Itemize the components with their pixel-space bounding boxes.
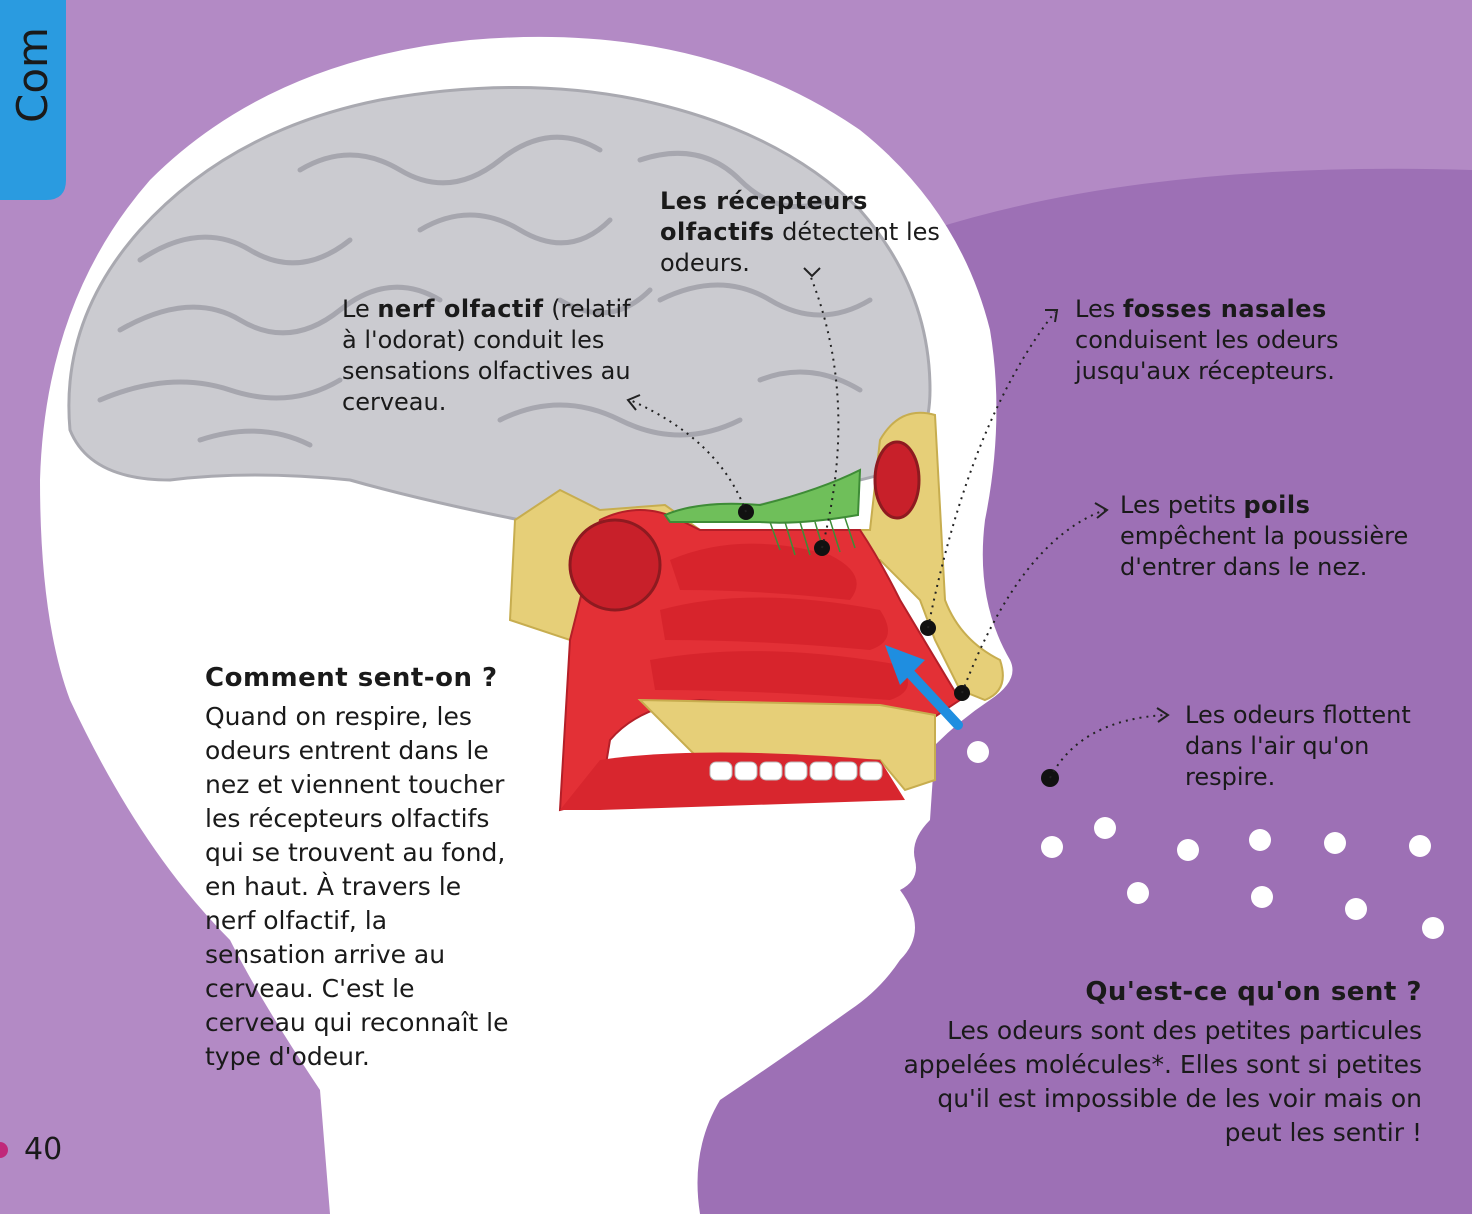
section-right-body: Les odeurs sont des petites particules a…	[900, 1014, 1422, 1150]
label-poils: Les petits poils empêchent la poussière …	[1120, 490, 1440, 583]
section-left-title: Comment sent-on ?	[205, 662, 515, 694]
label-poils-bold: poils	[1243, 491, 1310, 519]
page-number: 40	[24, 1132, 62, 1167]
section-right-title: Qu'est-ce qu'on sent ?	[900, 976, 1422, 1008]
label-odeurs: Les odeurs flottent dans l'air qu'on res…	[1185, 700, 1425, 793]
mouth	[560, 753, 905, 811]
label-recepteurs: Les récepteurs olfactifs détectent les o…	[660, 186, 940, 279]
frontal-sinus	[875, 442, 919, 518]
label-nerf: Le nerf olfactif (relatif à l'odorat) co…	[342, 294, 642, 418]
section-quest-ce-quon-sent: Qu'est-ce qu'on sent ? Les odeurs sont d…	[900, 976, 1422, 1150]
chapter-tab-label: Com	[0, 47, 87, 103]
sphenoid-sinus	[570, 520, 660, 610]
label-fosses-rest: conduisent les odeurs jusqu'aux récepteu…	[1075, 326, 1339, 385]
section-left-body: Quand on respire, les odeurs entrent dan…	[205, 700, 515, 1074]
label-nerf-prefix: Le	[342, 295, 377, 323]
label-fosses-bold: fosses nasales	[1123, 295, 1327, 323]
label-poils-rest: empêchent la poussière d'entrer dans le …	[1120, 522, 1408, 581]
section-comment-sent-on: Comment sent-on ? Quand on respire, les …	[205, 662, 515, 1074]
teeth	[710, 762, 882, 780]
label-odeurs-text: Les odeurs flottent dans l'air qu'on res…	[1185, 701, 1411, 791]
label-fosses: Les fosses nasales conduisent les odeurs…	[1075, 294, 1375, 387]
label-nerf-bold: nerf olfactif	[377, 295, 543, 323]
label-fosses-prefix: Les	[1075, 295, 1123, 323]
label-poils-prefix: Les petits	[1120, 491, 1243, 519]
